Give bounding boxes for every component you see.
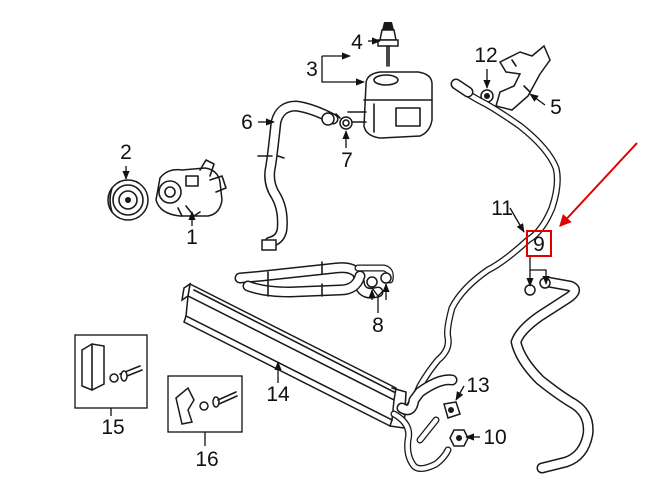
nut-part	[449, 429, 469, 447]
cooler-outlet-tube-part	[390, 374, 458, 473]
callout-2: 2	[120, 141, 132, 164]
power-steering-pump-part	[155, 159, 227, 217]
pressure-hose-part	[510, 276, 594, 474]
callout-1: 1	[186, 226, 198, 249]
callout-3: 3	[306, 58, 318, 81]
oil-cooler-part	[180, 282, 407, 429]
cooler-hose-part	[234, 261, 394, 299]
bracket-kit-box	[167, 375, 243, 433]
highlight-arrow	[559, 142, 638, 227]
mount-kit-box	[74, 334, 148, 409]
bracket-part	[495, 44, 551, 111]
callout-15: 15	[101, 416, 124, 439]
callout-5: 5	[550, 96, 562, 119]
callout-10: 10	[483, 426, 506, 449]
callout-12: 12	[474, 44, 497, 67]
callout-6: 6	[241, 111, 253, 134]
fitting-part	[443, 401, 461, 419]
callout-4: 4	[351, 31, 363, 54]
highlight-box	[526, 230, 552, 257]
clamp-part	[335, 113, 353, 130]
callout-14: 14	[266, 383, 290, 406]
callout-8: 8	[372, 314, 384, 337]
callout-16: 16	[195, 448, 218, 471]
reservoir-cap-part	[377, 22, 399, 67]
reservoir-part	[347, 71, 433, 139]
callout-13: 13	[466, 374, 489, 397]
callout-7: 7	[341, 149, 353, 172]
callout-9: 9	[533, 233, 545, 256]
pulley-part	[107, 179, 149, 221]
return-line-part	[404, 78, 561, 412]
leader-lines	[110, 37, 550, 446]
callout-11: 11	[491, 197, 513, 220]
supply-hose-part	[257, 100, 339, 251]
